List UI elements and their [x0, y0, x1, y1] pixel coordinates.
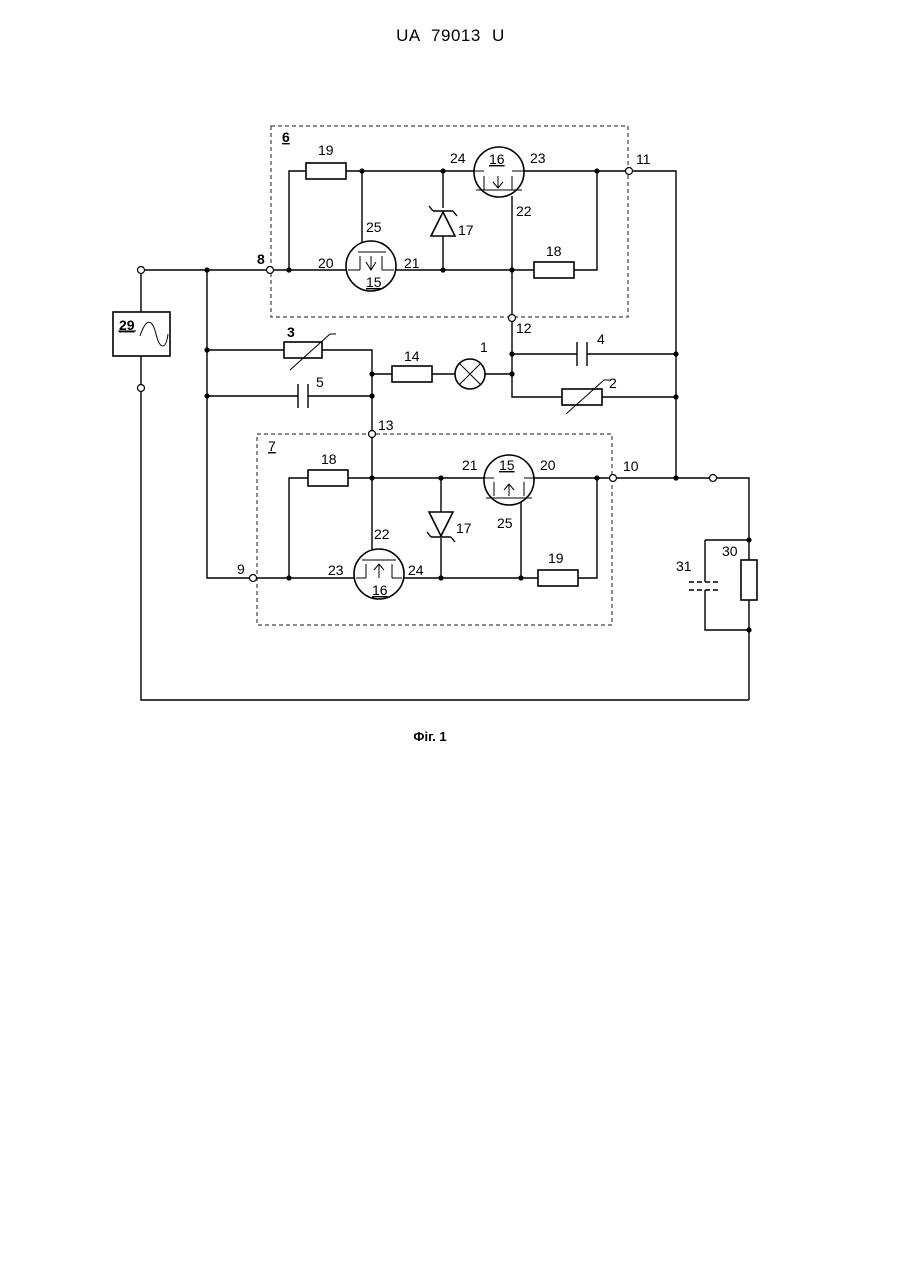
label-terminal-12: 12	[516, 320, 532, 336]
capacitor-4	[577, 342, 587, 366]
label-terminal-8: 8	[257, 251, 265, 267]
module-7-box	[257, 434, 612, 625]
resistor-19-top	[306, 163, 346, 179]
label-20-top: 20	[318, 255, 334, 271]
label-24-bottom: 24	[408, 562, 424, 578]
label-16-bottom: 16	[372, 582, 388, 598]
label-22-bottom: 22	[374, 526, 390, 542]
capacitor-5	[298, 384, 308, 408]
zener-diode-17-top	[429, 206, 457, 236]
label-23-top: 23	[530, 150, 546, 166]
label-18-top: 18	[546, 243, 562, 259]
label-24-top: 24	[450, 150, 466, 166]
capacitor-31	[689, 582, 721, 590]
label-4: 4	[597, 331, 605, 347]
label-17-top: 17	[458, 222, 474, 238]
label-module-7: 7	[268, 438, 276, 454]
label-terminal-10: 10	[623, 458, 639, 474]
junction-dots	[204, 168, 751, 632]
label-29: 29	[119, 317, 135, 333]
label-21-bottom: 21	[462, 457, 478, 473]
load-resistor-30	[741, 560, 757, 600]
label-14: 14	[404, 348, 420, 364]
label-20-bottom: 20	[540, 457, 556, 473]
resistor-19-bottom	[538, 570, 578, 586]
label-15-top: 15	[366, 274, 382, 290]
label-25-bottom: 25	[497, 515, 513, 531]
label-1: 1	[480, 339, 488, 355]
label-22-top: 22	[516, 203, 532, 219]
label-module-6: 6	[282, 129, 290, 145]
label-16-top: 16	[489, 151, 505, 167]
wiring	[141, 171, 749, 700]
label-3: 3	[287, 324, 295, 340]
label-2: 2	[609, 375, 617, 391]
variable-resistor-2	[562, 380, 610, 414]
label-31: 31	[676, 558, 692, 574]
label-terminal-9: 9	[237, 561, 245, 577]
label-terminal-11: 11	[636, 151, 651, 167]
resistor-18-top	[534, 262, 574, 278]
figure-caption: Фіг. 1	[0, 729, 860, 744]
label-19-bottom: 19	[548, 550, 564, 566]
label-15-bottom: 15	[499, 457, 515, 473]
label-23-bottom: 23	[328, 562, 344, 578]
label-21-top: 21	[404, 255, 420, 271]
zener-diode-17-bottom	[427, 512, 455, 542]
resistor-14	[392, 366, 432, 382]
label-19-top: 19	[318, 142, 334, 158]
label-5: 5	[316, 374, 324, 390]
resistor-18-bottom	[308, 470, 348, 486]
label-17-bottom: 17	[456, 520, 472, 536]
lamp-1	[455, 359, 485, 389]
label-25-top: 25	[366, 219, 382, 235]
label-terminal-13: 13	[378, 417, 394, 433]
label-18-bottom: 18	[321, 451, 337, 467]
label-30: 30	[722, 543, 738, 559]
